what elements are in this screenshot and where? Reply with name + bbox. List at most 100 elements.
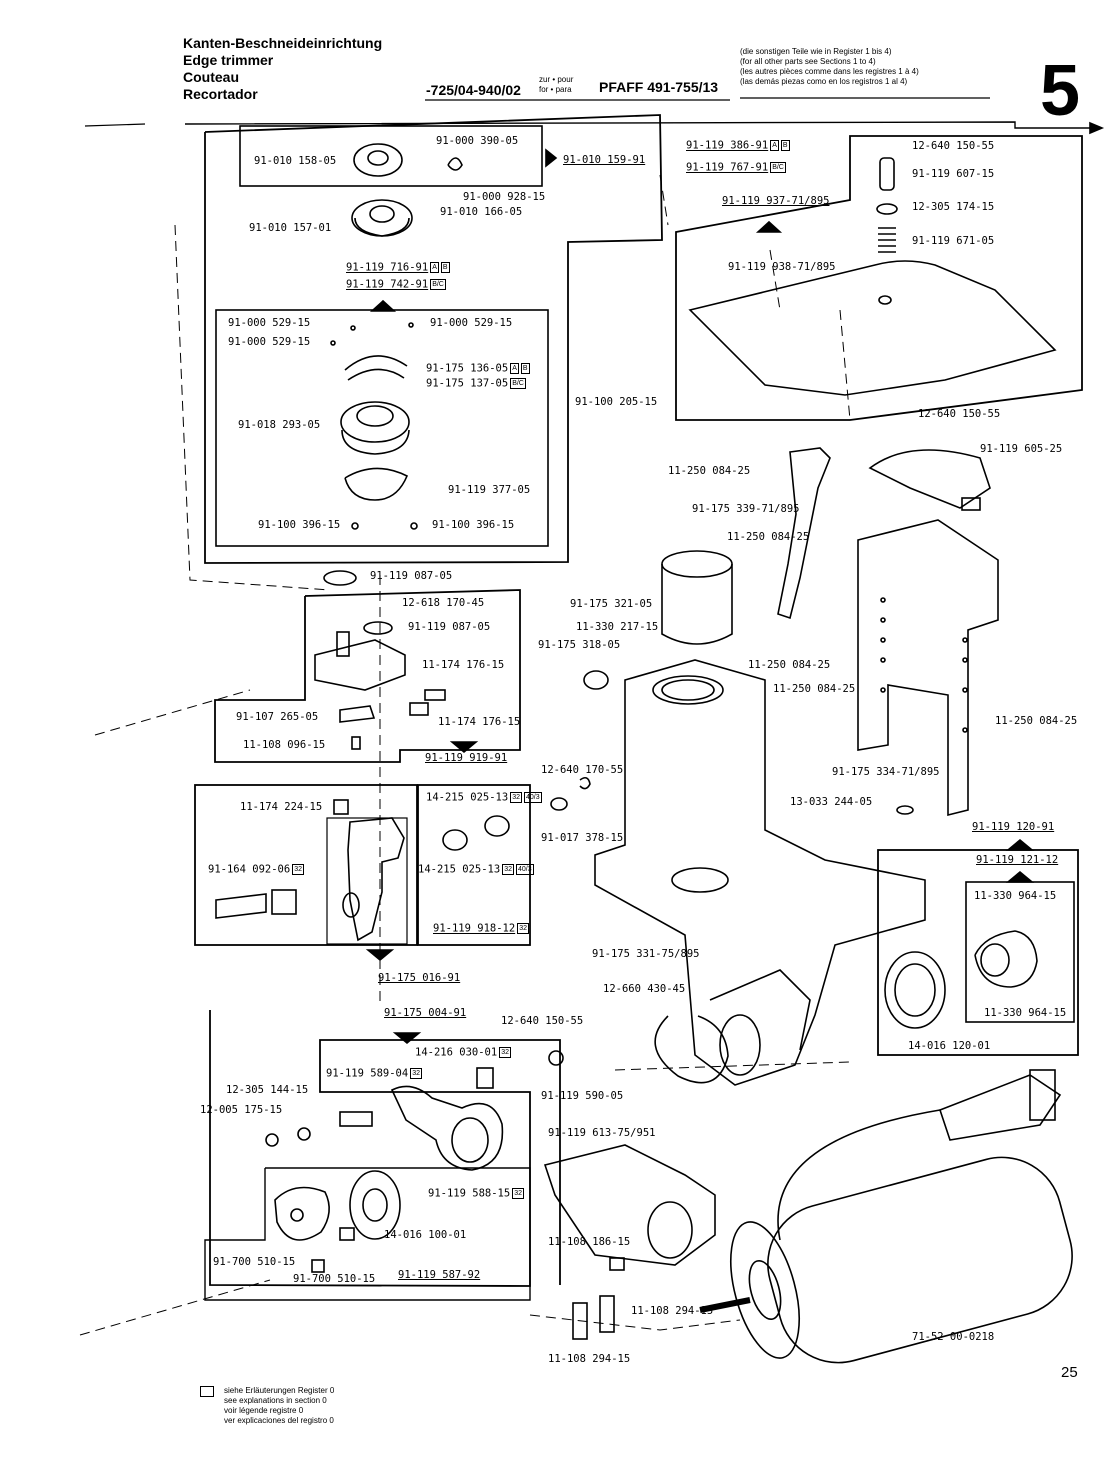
part-label: 12-640 150-55: [918, 408, 1001, 420]
part-label: 91-010 157-01: [249, 222, 332, 234]
for-text-1: zur • pour: [539, 75, 574, 84]
arrow-up-icon: [1005, 838, 1035, 851]
part-label: 71-52 00-0218: [912, 1331, 995, 1343]
arrow-down-icon: [392, 1032, 422, 1045]
legend-box-icon: [200, 1386, 214, 1397]
part-label: 12-640 170-55: [541, 764, 624, 776]
part-label: 91-010 166-05: [440, 206, 523, 218]
part-label: 91-107 265-05: [236, 711, 319, 723]
motor-body: [767, 1156, 1073, 1364]
part-label: 12-305 144-15: [226, 1084, 309, 1096]
part-label: 91-010 158-05: [254, 155, 337, 167]
arrow-down-icon: [365, 949, 395, 962]
model-name: PFAFF 491-755/13: [599, 79, 719, 95]
arrow-up-icon: [755, 220, 783, 233]
page-number: 25: [1061, 1364, 1078, 1381]
part-label: 14-016 100-01: [384, 1229, 467, 1241]
part-label: 12-618 170-45: [402, 597, 485, 609]
part-label: 91-175 334-71/895: [832, 766, 940, 778]
part-label: 91-119 613-75/951: [548, 1127, 656, 1139]
part-label: 91-119 605-25: [980, 443, 1063, 455]
box-bobbin-parts: [239, 125, 543, 187]
box-cover: [675, 135, 1083, 421]
part-label: 91-119 607-15: [912, 168, 995, 180]
part-label: 91-000 529-15: [228, 317, 311, 329]
part-label: 11-174 176-15: [422, 659, 505, 671]
part-label: 91-175 339-71/895: [692, 503, 800, 515]
part-label: 91-119 919-91: [425, 752, 508, 764]
for-text-2: for • para: [539, 85, 572, 94]
part-label: 14-016 120-01: [908, 1040, 991, 1052]
title-de: Kanten-Beschneideinrichtung: [183, 35, 383, 51]
part-label: 91-000 529-15: [430, 317, 513, 329]
part-label: 12-305 174-15: [912, 201, 995, 213]
part-label: 11-330 964-15: [974, 890, 1057, 902]
part-label: 11-108 294-15: [548, 1353, 631, 1365]
part-label: 11-330 217-15: [576, 621, 659, 633]
part-label: 91-100 396-15: [432, 519, 515, 531]
note-en: (for all other parts see Sections 1 to 4…: [740, 57, 876, 66]
part-label: 91-175 004-91: [384, 1007, 467, 1019]
part-label: 91-100 205-15: [575, 396, 658, 408]
title-fr: Couteau: [183, 69, 239, 85]
arrow-down-icon: [449, 741, 479, 754]
part-label: 11-250 084-25: [668, 465, 751, 477]
part-label: 91-175 331-75/895: [592, 948, 700, 960]
part-label: 11-250 084-25: [773, 683, 856, 695]
part-label: 91-000 928-15: [463, 191, 546, 203]
part-label: 91-119 671-05: [912, 235, 995, 247]
box-connecting-rod: [194, 784, 418, 946]
part-label: 91-175 016-91: [378, 972, 461, 984]
legend-en: see explanations in section 0: [224, 1396, 327, 1405]
box-bearing: [877, 849, 1079, 1056]
part-label: 12-005 175-15: [200, 1104, 283, 1116]
part-label: 11-330 964-15: [984, 1007, 1067, 1019]
part-label: 11-108 294-15: [631, 1305, 714, 1317]
part-label: 91-700 510-15: [293, 1273, 376, 1285]
part-label: 12-660 430-45: [603, 983, 686, 995]
part-label: 12-640 150-55: [912, 140, 995, 152]
part-label: 91-119 121-12: [976, 854, 1059, 866]
arrow-up-icon: [369, 299, 397, 312]
part-label: 11-250 084-25: [727, 531, 810, 543]
part-label: 91-119 087-05: [408, 621, 491, 633]
part-label: 91-000 529-15: [228, 336, 311, 348]
part-label: 91-119 087-05: [370, 570, 453, 582]
frame-bobbin-case: [204, 114, 663, 564]
section-number: 5: [1040, 51, 1081, 131]
part-label: 91-100 396-15: [258, 519, 341, 531]
part-label: 91-119 937-71/895: [722, 195, 830, 207]
legend-es: ver explicaciones del registro 0: [224, 1416, 334, 1425]
part-label: 91-700 510-15: [213, 1256, 296, 1268]
part-label: 13-033 244-05: [790, 796, 873, 808]
part-label: 11-174 224-15: [240, 801, 323, 813]
note-fr: (les autres pièces comme dans les regist…: [740, 67, 919, 76]
box-shaft-module: [214, 589, 521, 763]
note-de: (die sonstigen Teile wie in Register 1 b…: [740, 47, 892, 56]
note-es: (las demás piezas como en los registros …: [740, 77, 908, 86]
part-label: 11-250 084-25: [995, 715, 1078, 727]
legend-fr: voir légende registre 0: [224, 1406, 304, 1415]
part-label: 91-119 590-05: [541, 1090, 624, 1102]
part-label: 11-174 176-15: [438, 716, 521, 728]
part-label: 91-010 159-91: [563, 154, 646, 166]
model-code: -725/04-940/02: [426, 82, 521, 98]
part-label: 91-119 120-91: [972, 821, 1055, 833]
part-label: 91-175 321-05: [570, 598, 653, 610]
part-label: 91-119 938-71/895: [728, 261, 836, 273]
part-label: 11-108 186-15: [548, 1236, 631, 1248]
title-en: Edge trimmer: [183, 52, 274, 68]
